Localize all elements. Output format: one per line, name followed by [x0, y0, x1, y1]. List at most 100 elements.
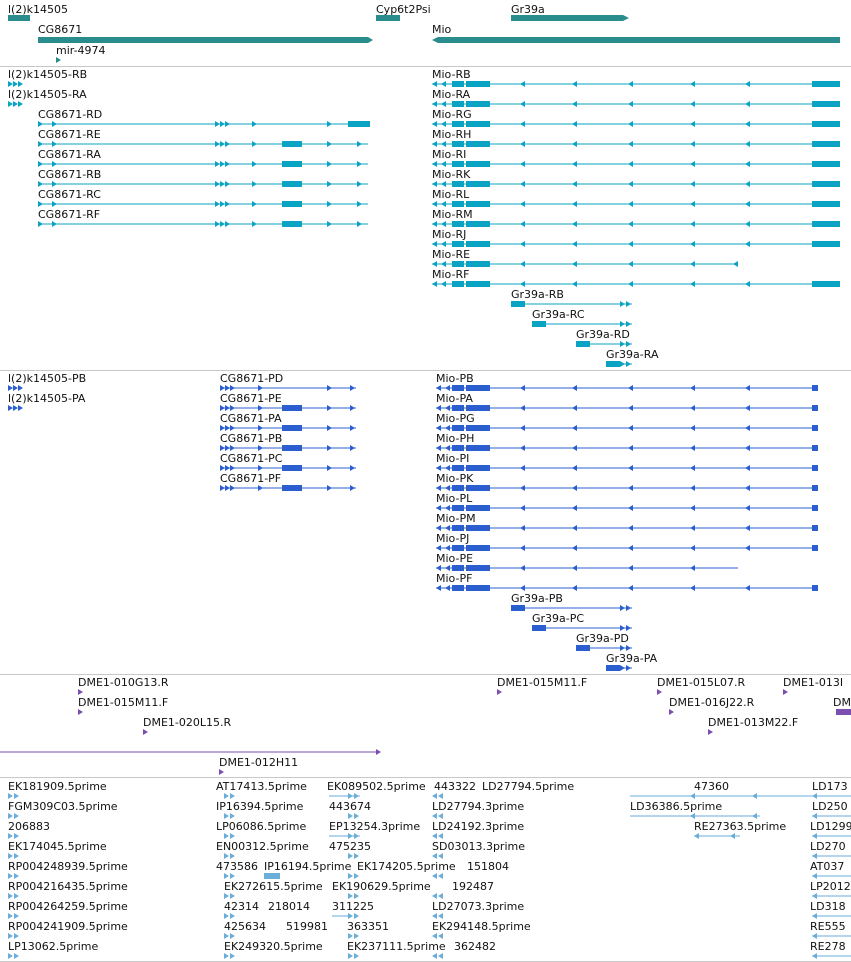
- exon-block[interactable]: [466, 161, 490, 167]
- exon-block[interactable]: [282, 221, 302, 227]
- exon-block[interactable]: [466, 181, 490, 187]
- exon-block[interactable]: [466, 201, 490, 207]
- exon-block[interactable]: [511, 605, 525, 611]
- exon-block[interactable]: [348, 121, 370, 127]
- exon-block[interactable]: [452, 565, 464, 571]
- exon-block[interactable]: [466, 545, 490, 551]
- exon-block[interactable]: [812, 281, 840, 287]
- exon-block[interactable]: [466, 405, 490, 411]
- transcript-label: Mio-RL: [432, 188, 470, 201]
- exon-block[interactable]: [452, 385, 464, 391]
- exon-block[interactable]: [466, 385, 490, 391]
- exon-block[interactable]: [452, 101, 464, 107]
- exon-block[interactable]: [282, 181, 302, 187]
- arrow-left-icon: [690, 121, 695, 127]
- exon-block[interactable]: [282, 405, 302, 411]
- exon-block[interactable]: [511, 301, 525, 307]
- exon-block[interactable]: [466, 261, 490, 267]
- exon-block[interactable]: [466, 485, 490, 491]
- exon-block[interactable]: [812, 425, 818, 431]
- exon-block[interactable]: [282, 445, 302, 451]
- exon-block[interactable]: [812, 465, 818, 471]
- exon-block[interactable]: [282, 465, 302, 471]
- exon-block[interactable]: [452, 201, 464, 207]
- exon-block[interactable]: [452, 465, 464, 471]
- exon-block[interactable]: [282, 201, 302, 207]
- exon-block[interactable]: [532, 321, 546, 327]
- exon-block[interactable]: [452, 525, 464, 531]
- exon-block[interactable]: [466, 525, 490, 531]
- exon-block[interactable]: [606, 665, 620, 671]
- exon-block[interactable]: [466, 585, 490, 591]
- gene-feature[interactable]: [511, 15, 623, 21]
- exon-block[interactable]: [812, 201, 840, 207]
- est-feature[interactable]: [264, 873, 280, 879]
- exon-block[interactable]: [452, 221, 464, 227]
- exon-block[interactable]: [812, 445, 818, 451]
- gene-feature[interactable]: [38, 37, 368, 43]
- exon-block[interactable]: [452, 281, 464, 287]
- exon-block[interactable]: [466, 425, 490, 431]
- arrow-left-icon: [520, 525, 525, 531]
- exon-block[interactable]: [812, 405, 818, 411]
- exon-block[interactable]: [466, 121, 490, 127]
- exon-block[interactable]: [812, 81, 840, 87]
- exon-block[interactable]: [466, 565, 490, 571]
- exon-block[interactable]: [812, 585, 818, 591]
- exon-block[interactable]: [812, 525, 818, 531]
- transcript-label: CG8671-RF: [38, 208, 101, 221]
- exon-block[interactable]: [452, 181, 464, 187]
- exon-block[interactable]: [466, 465, 490, 471]
- gene-feature[interactable]: [438, 37, 840, 43]
- exon-block[interactable]: [812, 385, 818, 391]
- exon-block[interactable]: [812, 101, 840, 107]
- exon-block[interactable]: [812, 161, 840, 167]
- exon-block[interactable]: [282, 485, 302, 491]
- exon-block[interactable]: [452, 485, 464, 491]
- exon-block[interactable]: [466, 281, 490, 287]
- arrow-left-icon: [690, 141, 695, 147]
- exon-block[interactable]: [452, 405, 464, 411]
- exon-block[interactable]: [466, 101, 490, 107]
- exon-block[interactable]: [466, 81, 490, 87]
- exon-block[interactable]: [452, 425, 464, 431]
- gene-feature[interactable]: [8, 15, 30, 21]
- gene-feature[interactable]: [56, 57, 61, 63]
- exon-block[interactable]: [532, 625, 546, 631]
- exon-block[interactable]: [452, 261, 464, 267]
- exon-block[interactable]: [452, 161, 464, 167]
- gene-feature[interactable]: [376, 15, 400, 21]
- exon-block[interactable]: [606, 361, 620, 367]
- arrow-right-icon: [220, 445, 225, 451]
- exon-block[interactable]: [812, 141, 840, 147]
- exon-block[interactable]: [452, 505, 464, 511]
- exon-block[interactable]: [452, 585, 464, 591]
- exon-block[interactable]: [466, 241, 490, 247]
- exon-block[interactable]: [812, 241, 840, 247]
- exon-block[interactable]: [466, 445, 490, 451]
- exon-block[interactable]: [452, 445, 464, 451]
- exon-block[interactable]: [282, 425, 302, 431]
- exon-block[interactable]: [452, 545, 464, 551]
- exon-block[interactable]: [452, 141, 464, 147]
- arrow-right-icon: [357, 221, 362, 227]
- clone-feature[interactable]: [836, 709, 851, 715]
- exon-block[interactable]: [282, 141, 302, 147]
- exon-block[interactable]: [466, 221, 490, 227]
- exon-block[interactable]: [812, 181, 840, 187]
- exon-block[interactable]: [812, 545, 818, 551]
- exon-block[interactable]: [812, 505, 818, 511]
- exon-block[interactable]: [812, 485, 818, 491]
- exon-block[interactable]: [466, 141, 490, 147]
- exon-block[interactable]: [452, 121, 464, 127]
- exon-block[interactable]: [576, 341, 590, 347]
- exon-block[interactable]: [466, 505, 490, 511]
- exon-block[interactable]: [282, 161, 302, 167]
- exon-block[interactable]: [812, 221, 840, 227]
- exon-block[interactable]: [812, 121, 840, 127]
- arrow-right-icon: [230, 445, 235, 451]
- arrow-right-icon: [252, 201, 257, 207]
- exon-block[interactable]: [452, 241, 464, 247]
- exon-block[interactable]: [576, 645, 590, 651]
- exon-block[interactable]: [452, 81, 464, 87]
